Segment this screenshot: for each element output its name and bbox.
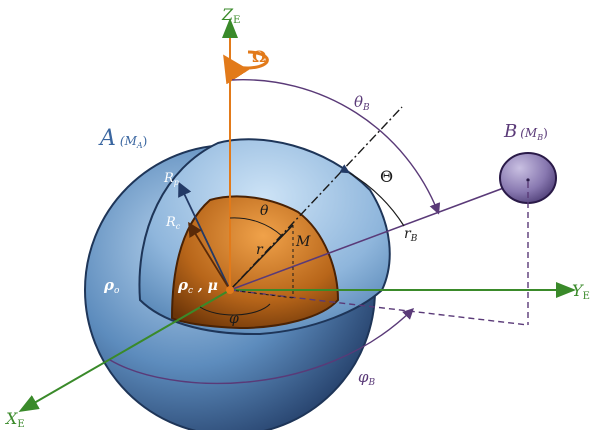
r-b-line (229, 179, 526, 291)
omega-rotation-arrow (223, 50, 269, 85)
y-axis-label: YE (572, 281, 590, 302)
phi-b-arc (109, 308, 415, 385)
theta-label: θ (260, 203, 269, 219)
omega-label: Ω (252, 47, 266, 66)
m-point-label: M (295, 234, 311, 250)
big-theta-label: Θ (380, 167, 393, 186)
big-theta-arc (339, 164, 405, 227)
theta-small-arc (229, 217, 283, 237)
body-a-label: A(MA) (98, 126, 147, 151)
core-cutaway (170, 195, 340, 330)
rho-c-mu-label: ρc , μ (177, 276, 218, 296)
r-c-arrow (188, 221, 231, 291)
rho-o-label: ρo (103, 276, 120, 296)
phi-small-arc (199, 303, 271, 316)
body-b-center (526, 178, 530, 182)
phi-label: φ (229, 311, 239, 327)
r-c-label: Rc (165, 215, 181, 231)
r-to-m-line (229, 224, 294, 291)
z-axis-label: ZE (221, 5, 240, 26)
theta-b-arc (231, 79, 441, 215)
x-axis-label: XE (4, 409, 25, 430)
r-p-arrow (178, 181, 231, 291)
x-axis-line (18, 289, 231, 412)
body-b-label: B(MB) (503, 121, 548, 142)
r-label: r (256, 242, 264, 258)
theta-b-label: θB (354, 93, 370, 113)
r-p-label: Rp (163, 171, 179, 187)
phi-b-label: φB (358, 368, 376, 388)
m-projection-to-origin (229, 289, 294, 299)
r-b-label: rB (404, 226, 418, 244)
origin-point (226, 286, 234, 294)
